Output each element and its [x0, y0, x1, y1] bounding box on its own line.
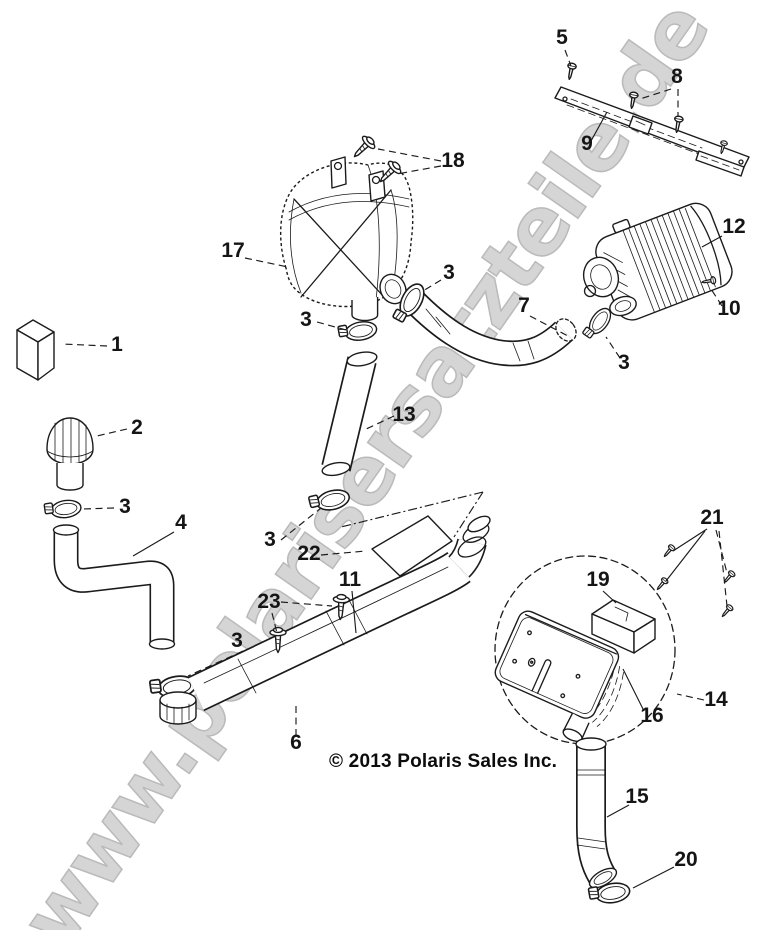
part-13-hose: [321, 351, 378, 477]
callout-19-19: 19: [586, 568, 609, 591]
callout-13-13: 13: [392, 403, 415, 426]
part-19-foam-block: [591, 599, 656, 654]
callout-7-8: 7: [518, 294, 530, 317]
callout-22-17: 22: [297, 542, 320, 565]
part-7-hose: [404, 291, 577, 367]
part-17-airbox-cover: [279, 156, 414, 322]
callout-3-22: 3: [231, 629, 243, 652]
part-15-tube: [575, 737, 618, 889]
callout-3-7: 3: [443, 261, 455, 284]
callout-2-12: 2: [131, 416, 143, 439]
callout-3-14: 3: [119, 495, 131, 518]
callout-6-25: 6: [290, 731, 302, 754]
callout-23-21: 23: [257, 590, 280, 613]
screw-18a: [348, 132, 379, 163]
callout-21-16: 21: [700, 506, 724, 529]
callout-10-6: 10: [717, 297, 740, 320]
part-6-intake-tube: [148, 515, 491, 725]
screw-8a: [626, 90, 640, 110]
callout-3-20: 3: [264, 528, 276, 551]
callout-1-10: 1: [111, 333, 123, 356]
callout-11-18: 11: [339, 568, 362, 591]
callout-14-24: 14: [704, 688, 728, 711]
callout-12-4: 12: [722, 215, 745, 238]
callout-leader-lines: [61, 49, 728, 889]
callout-3-11: 3: [618, 351, 630, 374]
part-3-clamp-filter: [581, 304, 616, 343]
part-16-panel: [494, 610, 624, 742]
airbox-outlet-flange: [379, 273, 407, 305]
part-3-clamp-hose13: [307, 486, 353, 516]
callout-18-3: 18: [441, 149, 465, 172]
callout-9-2: 9: [581, 132, 593, 155]
callout-17-5: 17: [221, 239, 244, 262]
part-2-valve: [46, 417, 94, 491]
airbox-bottom-spout: [351, 297, 379, 322]
copyright-text: © 2013 Polaris Sales Inc.: [329, 751, 558, 772]
callout-3-9: 3: [300, 308, 312, 331]
part-3-clamp-valve: [43, 497, 83, 522]
part-3-clamp-spout: [337, 318, 379, 345]
part-9-bracket: [554, 86, 750, 177]
callout-8-1: 8: [671, 65, 683, 88]
part-4-hose: [52, 524, 176, 650]
callout-15-26: 15: [625, 785, 649, 808]
callout-5-0: 5: [556, 26, 568, 49]
part-12-air-filter: [582, 202, 733, 321]
part-22-decal: [340, 491, 484, 577]
callout-4-15: 4: [175, 511, 187, 534]
callout-16-23: 16: [640, 704, 663, 727]
part-1-box: [16, 319, 55, 381]
screw-21a: [661, 543, 677, 560]
screw-21b: [654, 576, 670, 593]
filter-inlet-horn: [609, 295, 637, 317]
callout-20-27: 20: [674, 848, 697, 871]
